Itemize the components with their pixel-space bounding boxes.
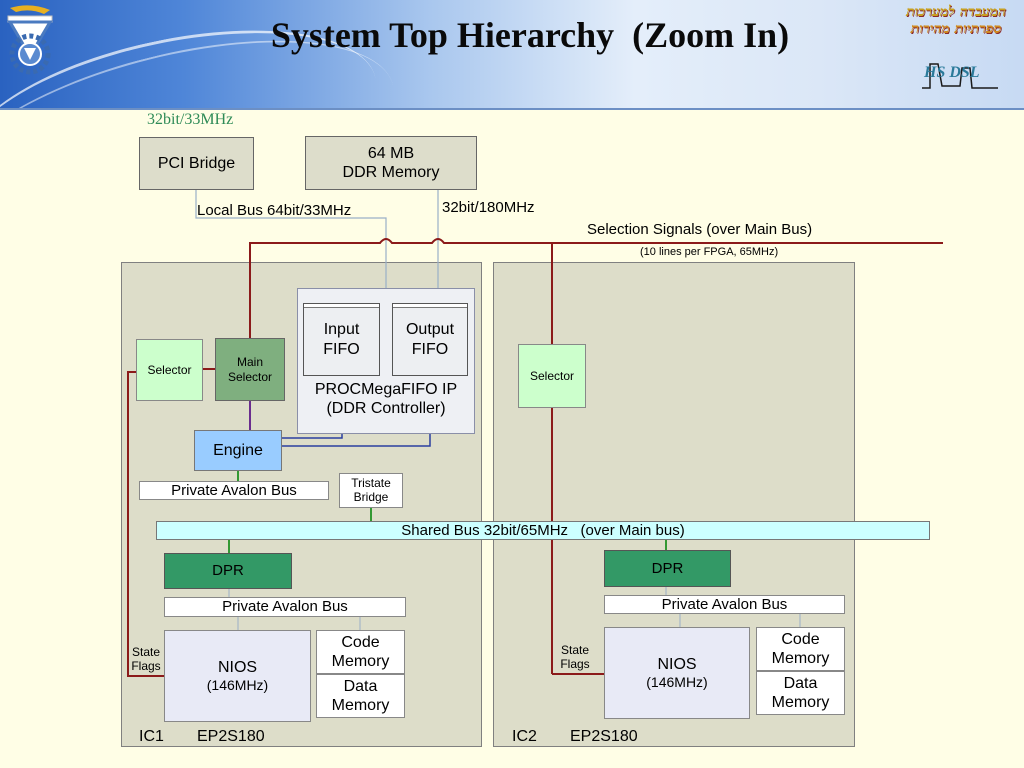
ic1-name-label: IC1 <box>139 728 164 745</box>
output-fifo-label: Output <box>405 321 455 339</box>
lab-name-line2: ספרתיות מהירות <box>910 21 1002 37</box>
ic2-dpr-block: DPR <box>604 550 731 587</box>
ic1-private-bus-top: Private Avalon Bus <box>139 481 329 500</box>
main-selector-sublabel: Selector <box>227 369 273 384</box>
ic1-dpr-label: DPR <box>212 562 244 579</box>
input-fifo-label: Input <box>323 321 360 339</box>
ic2-state-label: State <box>560 643 590 657</box>
ic1-code-sublabel: Memory <box>331 653 390 670</box>
pci-bridge-label: PCI Bridge <box>157 154 236 172</box>
tristate-bridge-block: Tristate Bridge <box>339 473 403 508</box>
engine-block: Engine <box>194 430 282 471</box>
ic2-state-flags-label: State Flags <box>556 643 594 672</box>
selection-signals-wire <box>249 238 943 340</box>
ic1-selector-label: Selector <box>147 362 192 377</box>
input-fifo-sublabel: FIFO <box>323 340 360 358</box>
lab-waveform-icon <box>922 63 998 89</box>
ic1-code-memory-block: Code Memory <box>316 630 405 674</box>
ic2-private-bus: Private Avalon Bus <box>604 595 845 614</box>
slide-title: System Top Hierarchy (Zoom In) <box>270 15 790 55</box>
ic1-code-label: Code <box>341 633 380 651</box>
ic2-code-memory-block: Code Memory <box>756 627 845 671</box>
ic2-name-label: IC2 <box>512 728 537 745</box>
selection-note-label: (10 lines per FPGA, 65MHz) <box>640 246 779 258</box>
ic1-dpr-block: DPR <box>164 553 292 589</box>
ic2-nios-speed: (146MHz) <box>646 674 708 691</box>
ddr-memory-block: 64 MB DDR Memory <box>305 136 477 190</box>
ddr-bus-label: 32bit/180MHz <box>442 199 535 216</box>
ic2-nios-label: NIOS <box>657 656 697 673</box>
ic2-device-label: EP2S180 <box>570 728 638 745</box>
input-fifo-block: Input FIFO <box>303 303 380 376</box>
ic2-data-sublabel: Memory <box>771 694 830 711</box>
tristate-sublabel: Bridge <box>353 489 389 504</box>
technion-logo-icon <box>7 5 53 75</box>
local-bus-label: Local Bus 64bit/33MHz <box>197 202 352 219</box>
ic2-data-label: Data <box>783 674 818 692</box>
header-divider <box>0 108 1024 110</box>
lab-signature: HS DSL <box>924 64 980 81</box>
ic2-code-label: Code <box>781 630 820 648</box>
ic2-flags-label: Flags <box>560 657 590 672</box>
ic1-state-label: State <box>131 645 161 659</box>
ic1-data-sublabel: Memory <box>331 697 390 714</box>
proc-label: PROCMegaFIFO IP (DDR Controller) <box>298 380 474 418</box>
selection-signals-label: Selection Signals (over Main Bus) <box>587 221 813 238</box>
ic1-device-label: EP2S180 <box>197 728 265 745</box>
ic1-state-flags-label: State Flags <box>127 645 165 674</box>
ic2-private-bus-label: Private Avalon Bus <box>661 595 788 613</box>
ic1-nios-speed: (146MHz) <box>206 677 269 694</box>
ic1-nios-label: NIOS <box>217 659 258 676</box>
ic1-private-bus: Private Avalon Bus <box>164 597 406 617</box>
ic1-selector-block: Selector <box>136 339 203 401</box>
ddr-type-label: DDR Memory <box>342 164 440 181</box>
ic1-nios-block: NIOS (146MHz) <box>164 630 311 722</box>
ddr-size-label: 64 MB <box>367 144 415 162</box>
proc-subtitle: (DDR Controller) <box>326 400 446 418</box>
ic1-private-bus-label: Private Avalon Bus <box>222 598 348 615</box>
pci-bridge-block: PCI Bridge <box>139 137 254 190</box>
lab-name-line1: המעבדה למערכות <box>906 4 1006 20</box>
ic1-state-flags-wire <box>127 371 164 677</box>
ic2-nios-block: NIOS (146MHz) <box>604 627 750 719</box>
ic2-dpr-label: DPR <box>651 559 684 577</box>
proc-name: PROCMegaFIFO IP <box>314 381 458 398</box>
pci-speed-label: 32bit/33MHz <box>147 111 234 128</box>
ic1-flags-label: Flags <box>131 659 161 674</box>
engine-label: Engine <box>213 441 263 459</box>
shared-bus: Shared Bus 32bit/65MHz (over Main bus) <box>156 521 930 540</box>
main-selector-block: Main Selector <box>215 338 285 401</box>
shared-bus-label: Shared Bus 32bit/65MHz (over Main bus) <box>401 521 685 539</box>
slide-header <box>0 0 1024 110</box>
local-bus-wire <box>195 190 387 288</box>
private-bus-top-label: Private Avalon Bus <box>171 481 297 499</box>
output-fifo-sublabel: FIFO <box>411 340 449 358</box>
output-fifo-block: Output FIFO <box>392 303 468 376</box>
ic2-data-memory-block: Data Memory <box>756 671 845 715</box>
ic2-code-sublabel: Memory <box>771 650 830 667</box>
ic2-selector-label: Selector <box>529 368 575 383</box>
main-selector-label: Main <box>236 355 263 370</box>
tristate-label: Tristate <box>351 475 391 490</box>
ic2-selector-block: Selector <box>518 344 586 408</box>
ic1-data-label: Data <box>343 677 378 695</box>
lab-logo-text: המעבדה למערכות ספרתיות מהירות <box>896 4 1016 38</box>
ic1-data-memory-block: Data Memory <box>316 674 405 718</box>
